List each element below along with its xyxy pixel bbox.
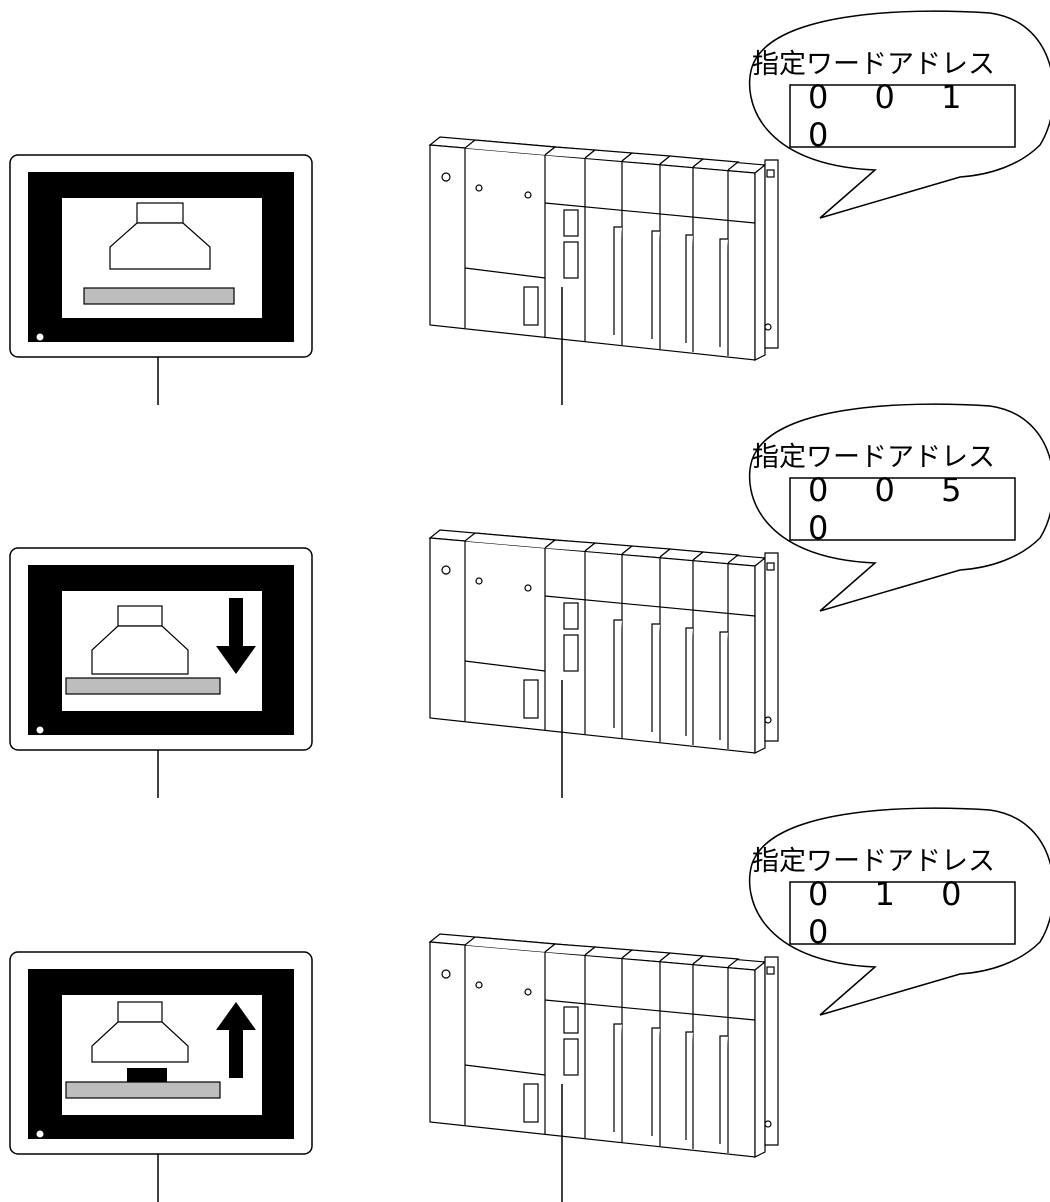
scene-diagram bbox=[9, 403, 1050, 798]
plc-rack bbox=[428, 529, 779, 754]
down-arrow-icon bbox=[216, 598, 256, 674]
scene-diagram bbox=[9, 807, 1050, 1202]
cable bbox=[157, 680, 563, 798]
address-box bbox=[789, 477, 1016, 541]
bubble-label: 指定ワードアドレス bbox=[752, 442, 995, 473]
word-address-value: 0 1 0 0 bbox=[808, 875, 980, 951]
touch-panel bbox=[9, 951, 313, 1155]
bubble-label: 指定ワードアドレス bbox=[752, 49, 995, 80]
word-address-value: 0 0 5 0 bbox=[808, 471, 980, 547]
scene-1: 指定ワードアドレス 0 0 1 0 bbox=[0, 5, 1050, 405]
word-address-value: 0 0 1 0 bbox=[808, 78, 980, 154]
cable bbox=[157, 287, 563, 405]
address-box bbox=[789, 881, 1016, 945]
scene-diagram bbox=[9, 10, 1050, 405]
touch-panel bbox=[9, 547, 313, 751]
plc-rack bbox=[428, 933, 779, 1158]
address-box bbox=[789, 84, 1016, 148]
touch-panel bbox=[9, 154, 313, 358]
up-arrow-icon bbox=[216, 1002, 256, 1078]
scene-2: 指定ワードアドレス 0 0 5 0 bbox=[0, 398, 1050, 798]
bubble-label: 指定ワードアドレス bbox=[752, 846, 995, 877]
scene-3: 指定ワードアドレス 0 1 0 0 bbox=[0, 802, 1050, 1202]
plc-rack bbox=[428, 136, 779, 361]
